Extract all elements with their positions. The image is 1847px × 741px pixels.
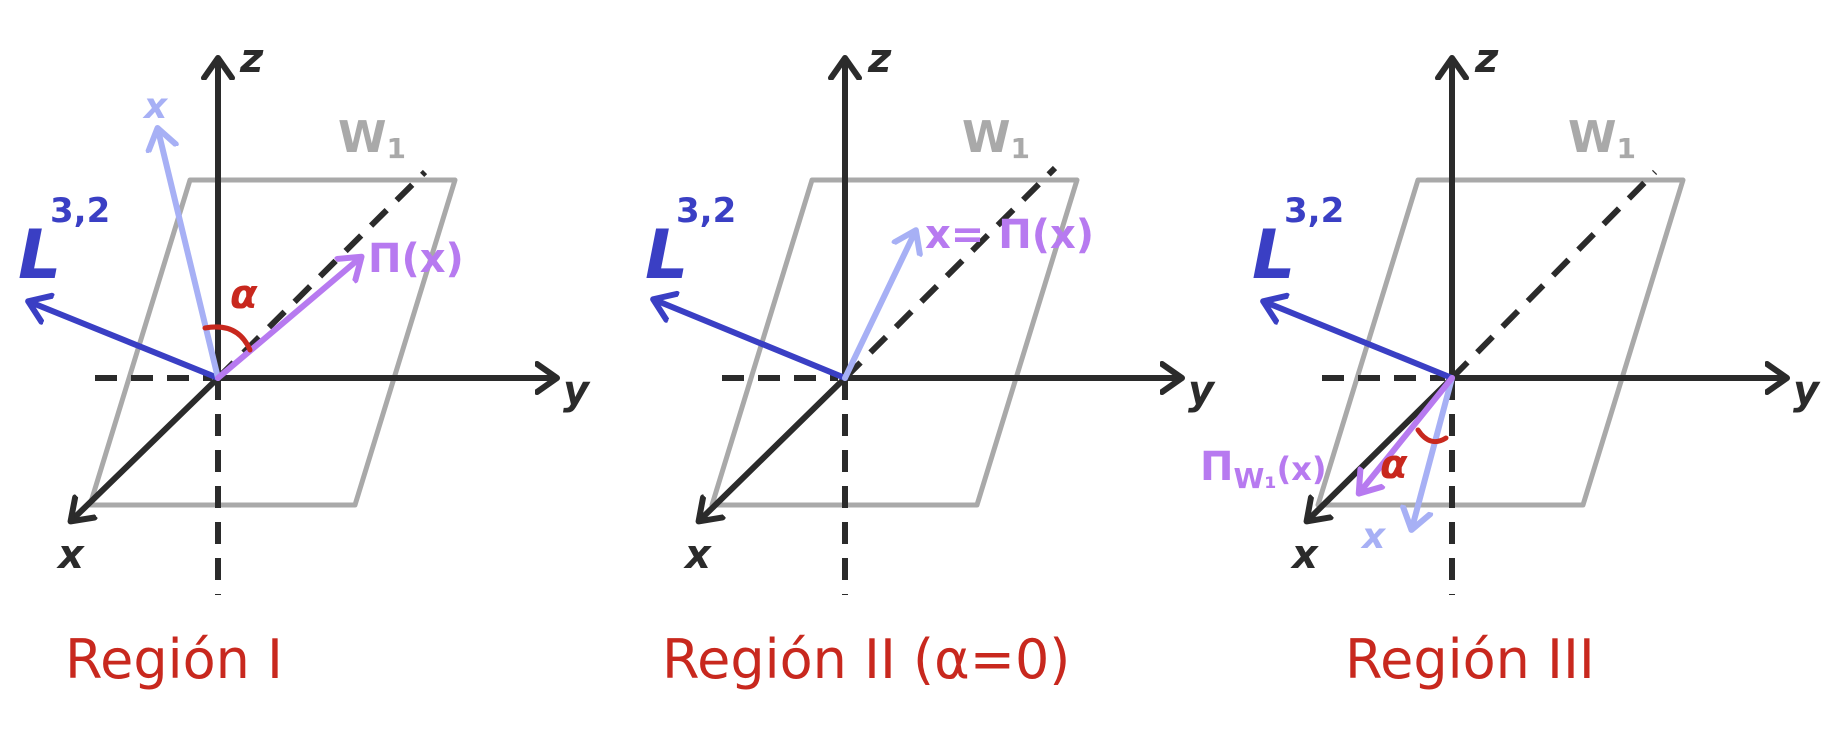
axis-x xyxy=(700,375,848,520)
panel-region-2: z y x W1 L 3,2 x= Π(x) Región II (α=0) xyxy=(645,36,1216,691)
axis-y-label: y xyxy=(1188,368,1216,414)
axis-z-label: z xyxy=(867,36,892,82)
lorentz-cone-superscript: 3,2 xyxy=(1284,191,1344,231)
x-vector xyxy=(1412,375,1455,528)
lorentz-cone-vector xyxy=(1265,302,1455,381)
axis-z-label: z xyxy=(239,36,264,82)
plane-label: W1 xyxy=(962,112,1030,165)
lorentz-cone-superscript: 3,2 xyxy=(676,191,736,231)
region-title: Región I xyxy=(65,628,283,691)
plane-w1 xyxy=(709,177,1080,508)
plane-diagonal xyxy=(1449,169,1658,381)
x-vector xyxy=(158,130,221,381)
projection-label: ΠW₁(x) xyxy=(1200,444,1327,495)
angle-label: α xyxy=(1380,442,1408,488)
plane-w1 xyxy=(87,177,458,508)
axis-x-label: x xyxy=(683,532,712,578)
plane-diagonal xyxy=(842,165,1058,381)
projection-vector xyxy=(215,258,360,381)
axis-x xyxy=(1308,375,1455,520)
axis-x-label: x xyxy=(56,532,85,578)
panel-region-1: z y x W1 L 3,2 x Π(x) α Región I xyxy=(18,36,591,691)
axis-y-label: y xyxy=(1793,368,1821,414)
x-vector xyxy=(842,232,915,381)
plane-w1 xyxy=(1315,177,1686,508)
axis-x xyxy=(72,375,221,520)
panel-region-3: z y x W1 L 3,2 x ΠW₁(x) α Región III xyxy=(1200,36,1821,691)
angle-label: α xyxy=(230,272,258,318)
region-title: Región III xyxy=(1345,628,1595,691)
x-vector-label: x xyxy=(142,86,169,127)
plane-label: W1 xyxy=(338,112,406,165)
plane-label: W1 xyxy=(1568,112,1636,165)
angle-arc xyxy=(1415,427,1449,445)
region-title: Región II (α=0) xyxy=(662,628,1070,691)
lorentz-cone-label: L xyxy=(1252,216,1295,295)
lorentz-cone-label: L xyxy=(18,216,61,295)
lorentz-cone-vector xyxy=(30,302,221,381)
plane-diagonal xyxy=(215,169,428,381)
axis-z-label: z xyxy=(1474,36,1499,82)
x-vector-label: x xyxy=(1360,516,1387,557)
x-equals-projection-label: x= Π(x) xyxy=(925,212,1094,258)
angle-arc xyxy=(202,324,253,353)
lorentz-cone-superscript: 3,2 xyxy=(50,191,110,231)
axis-y-label: y xyxy=(563,368,591,414)
projection-vector xyxy=(1360,375,1455,492)
lorentz-cone-label: L xyxy=(645,216,688,295)
projection-label: Π(x) xyxy=(368,236,464,282)
lorentz-cone-vector xyxy=(655,300,848,381)
axis-x-label: x xyxy=(1290,532,1319,578)
